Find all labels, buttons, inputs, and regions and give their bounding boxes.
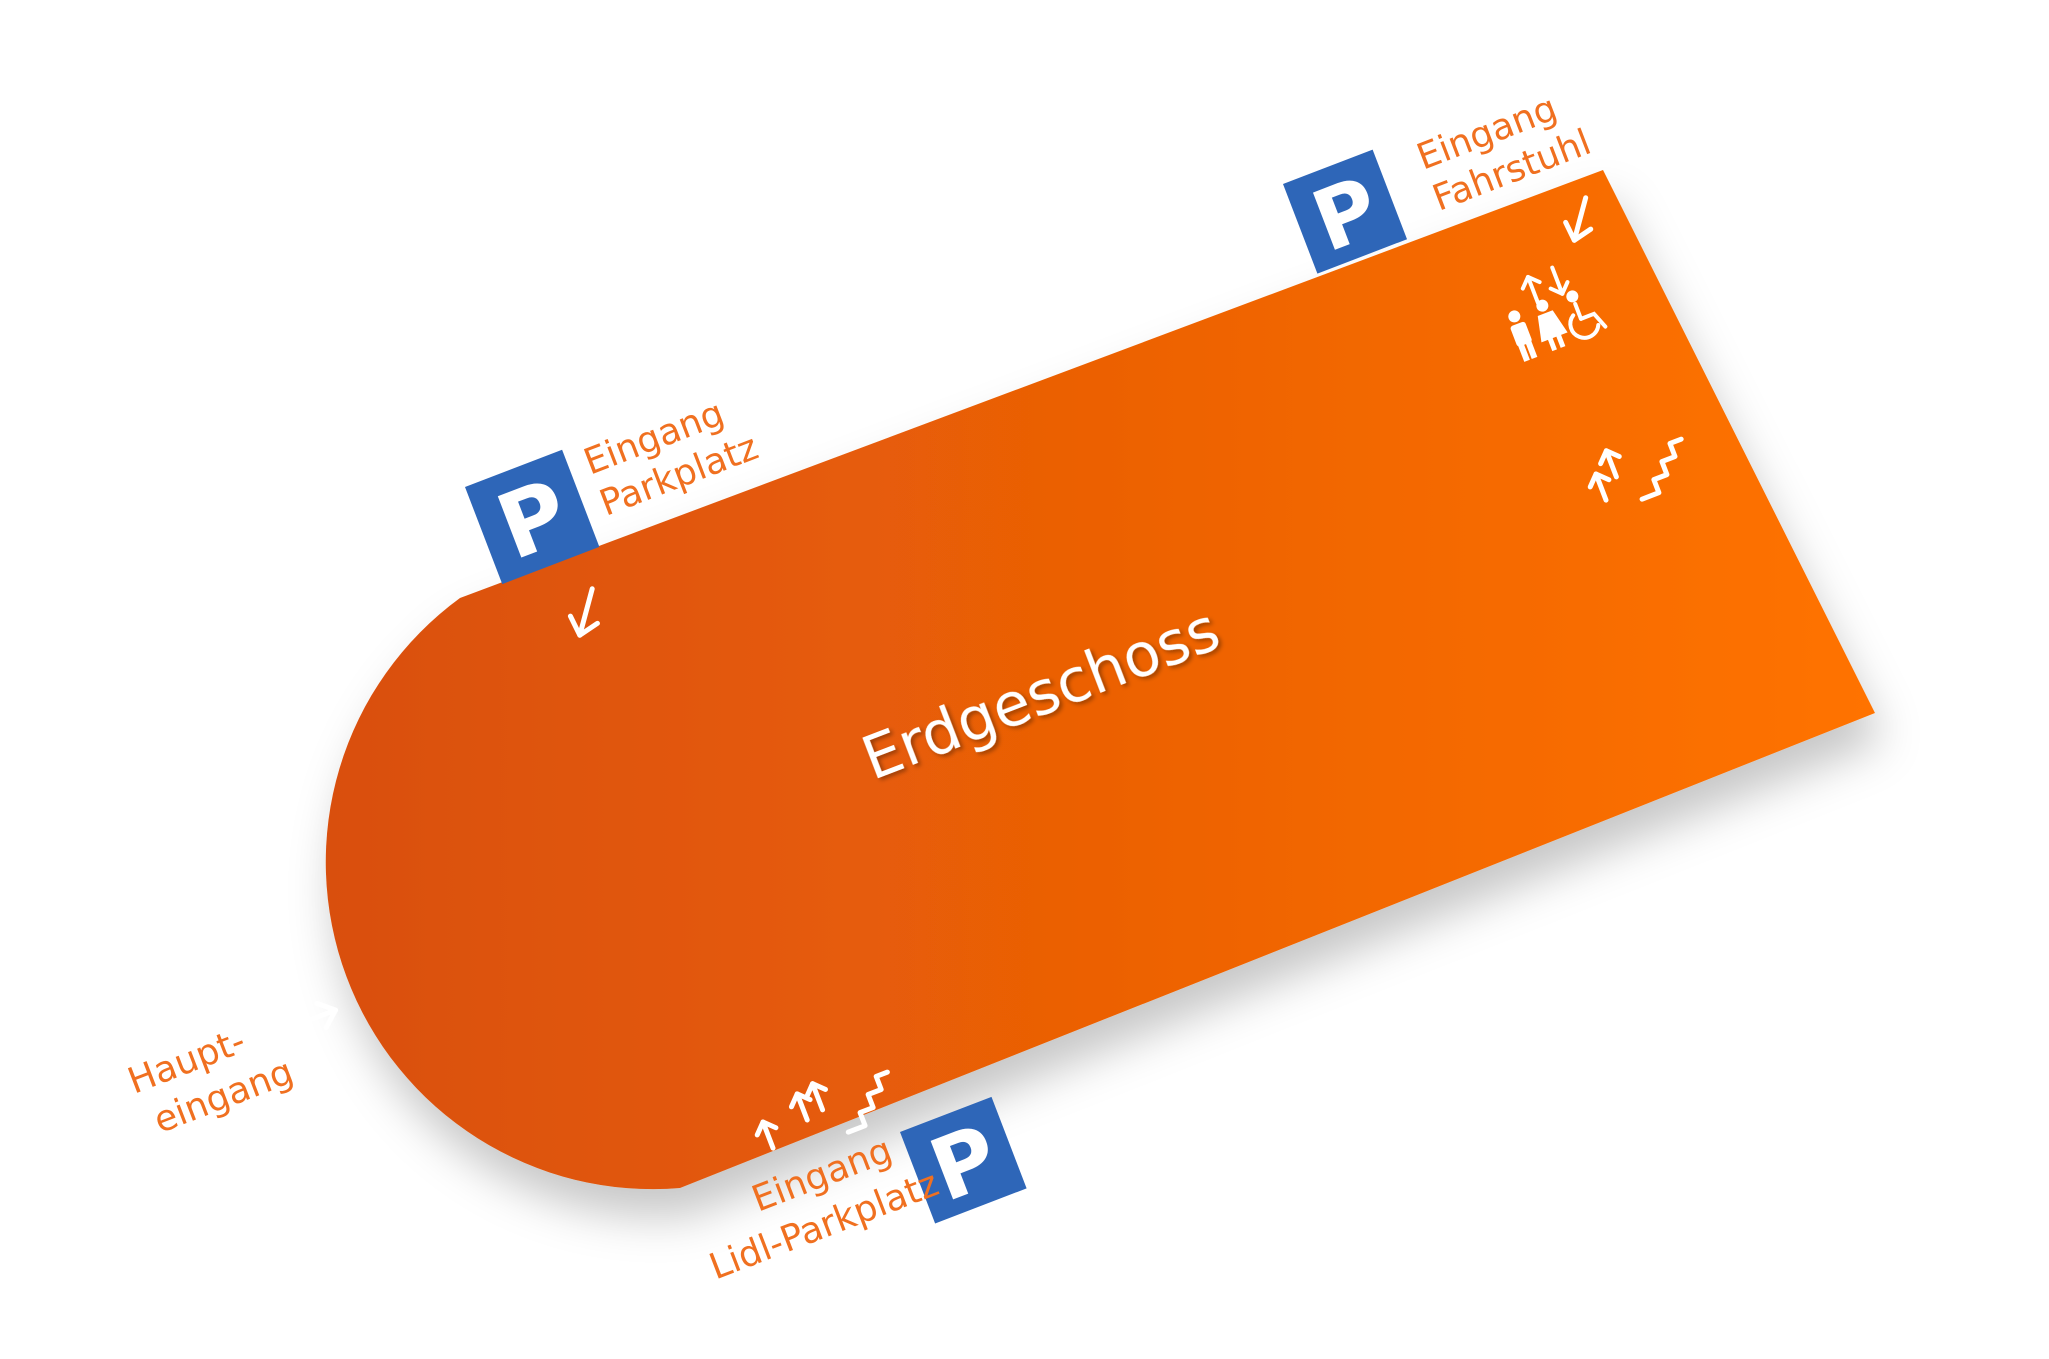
floor-area <box>325 170 1876 1190</box>
arrow-in-icon <box>291 1000 339 1031</box>
stairs-icon <box>1587 436 1684 503</box>
parking-sign-icon: P <box>465 449 600 585</box>
parking-sign-icon: P <box>1283 149 1408 274</box>
entrance-haupt-label: Haupt- eingang <box>123 1020 299 1141</box>
arrow-in-icon <box>567 586 600 638</box>
wheelchair-icon <box>1566 290 1608 340</box>
toilet-icon <box>1508 299 1568 362</box>
arrow-in-icon <box>1563 195 1594 243</box>
parking-sign-icon: P <box>900 1096 1027 1224</box>
elevator-icon <box>1520 265 1570 306</box>
stairs-icon <box>754 1069 890 1151</box>
